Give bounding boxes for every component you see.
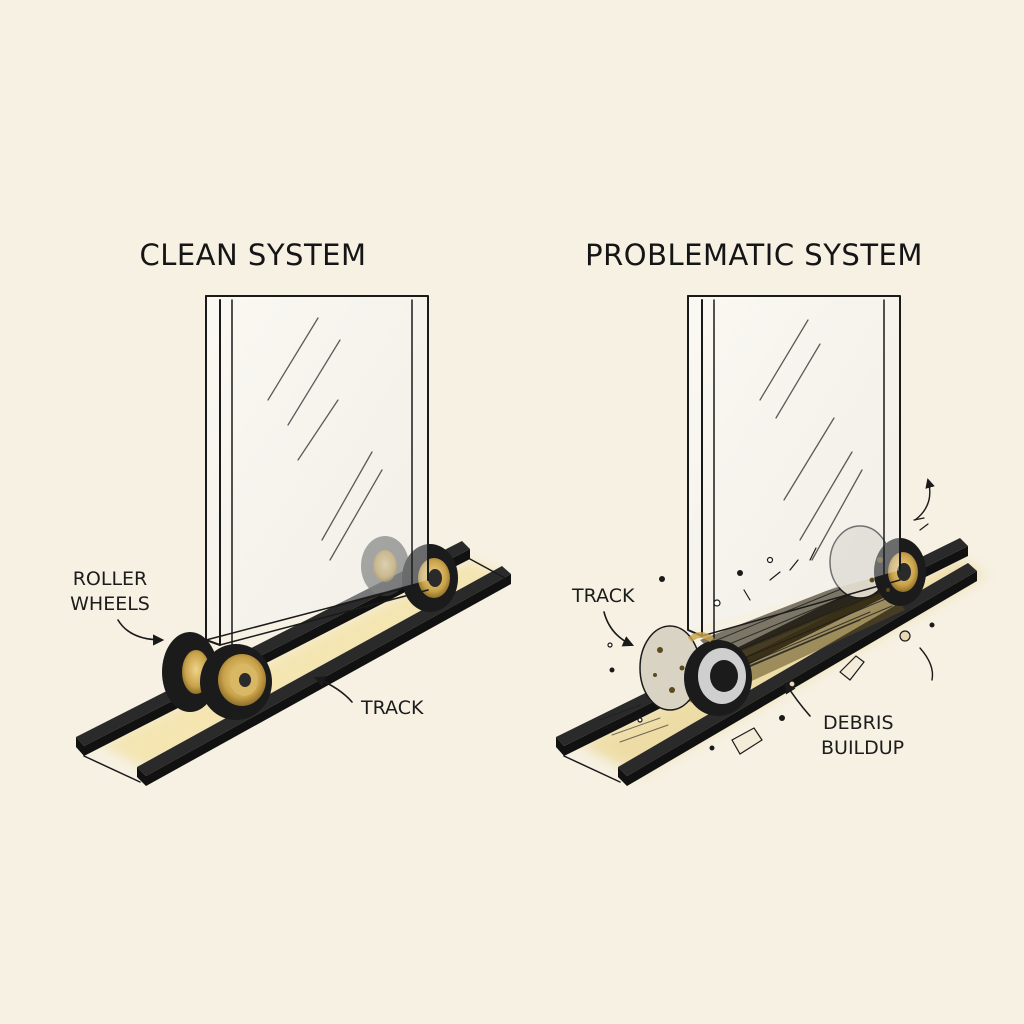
clean-track-front-rail [137,566,511,786]
clean-system: ROLLER WHEELS TRACK [70,295,511,786]
debris-buildup-label-line2: BUILDUP [821,737,904,759]
debris-particles [607,517,935,755]
clean-track-glow [100,560,505,770]
problem-track-base [563,755,621,783]
arrow-icon [784,682,811,717]
roller-wheels-label-line1: ROLLER [73,568,148,590]
problem-system: TRACK DEBRIS BUILDUP [556,295,985,786]
problem-track-label: TRACK [571,585,635,607]
motion-line [919,647,934,681]
debris-buildup-label-line1: DEBRIS [823,712,894,734]
problem-glass-panel [687,295,901,639]
roller-wheels-label-line2: WHEELS [70,593,150,615]
clean-glass-panel [205,295,429,649]
clean-track-base [83,558,506,783]
clean-front-wheel-right [200,644,272,720]
arrow-icon [603,611,635,647]
problem-panel-title: PROBLEMATIC SYSTEM [585,238,923,272]
arrow-icon [117,619,165,646]
clean-panel-title: CLEAN SYSTEM [139,238,366,272]
arrow-icon [313,676,353,703]
arrow-icon [914,478,935,521]
clean-track-label: TRACK [360,697,424,719]
problem-front-wheel [639,625,752,716]
